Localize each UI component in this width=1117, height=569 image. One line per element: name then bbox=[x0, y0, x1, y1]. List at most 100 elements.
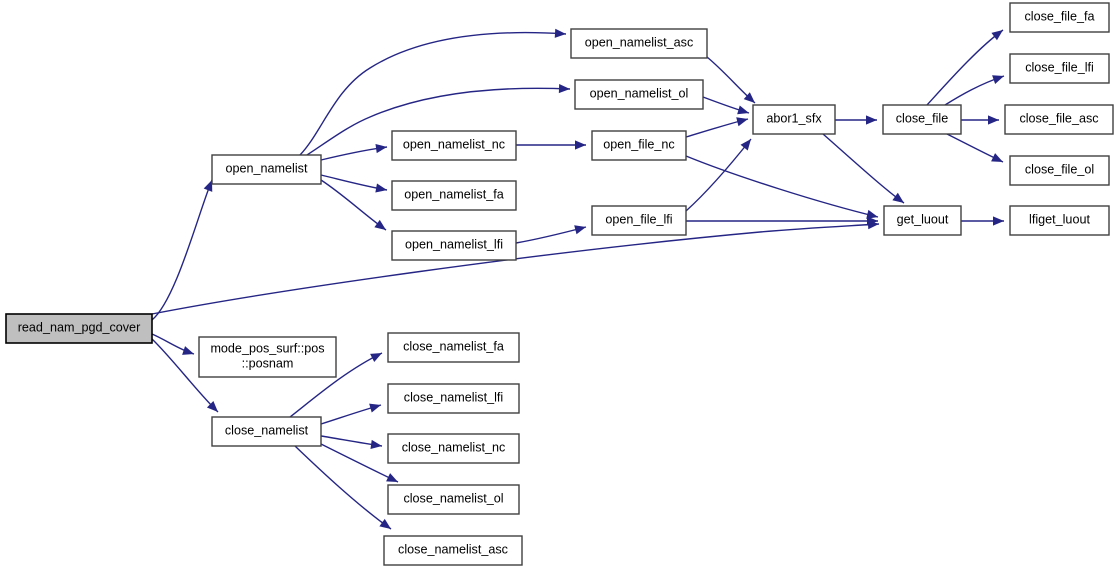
graph-node-close-file-ol[interactable]: close_file_ol bbox=[1009, 155, 1110, 186]
graph-node-open-namelist-nc[interactable]: open_namelist_nc bbox=[391, 130, 517, 161]
node-box[interactable] bbox=[387, 433, 520, 464]
call-edge bbox=[961, 216, 1004, 226]
node-box[interactable] bbox=[574, 79, 704, 110]
graph-node-close-namelist-asc[interactable]: close_namelist_asc bbox=[383, 535, 523, 566]
edge-arrowhead bbox=[743, 92, 755, 103]
edge-arrowhead bbox=[554, 28, 566, 38]
node-box[interactable] bbox=[1009, 2, 1110, 33]
graph-node-open-file-nc[interactable]: open_file_nc bbox=[591, 130, 687, 161]
node-label: open_namelist_asc bbox=[585, 36, 694, 50]
node-label: open_file_lfi bbox=[605, 213, 672, 227]
node-label: abor1_sfx bbox=[766, 112, 822, 126]
node-box[interactable] bbox=[391, 230, 517, 261]
node-box[interactable] bbox=[391, 130, 517, 161]
node-box[interactable] bbox=[1004, 104, 1114, 135]
graph-node-close-file-asc[interactable]: close_file_asc bbox=[1004, 104, 1114, 135]
node-label: lfiget_luout bbox=[1029, 213, 1090, 227]
call-edge bbox=[320, 143, 388, 161]
graph-node-open-namelist-ol[interactable]: open_namelist_ol bbox=[574, 79, 704, 110]
edge-line bbox=[306, 87, 571, 156]
graph-node-close-namelist-lfi[interactable]: close_namelist_lfi bbox=[387, 383, 520, 414]
edge-arrowhead bbox=[867, 216, 878, 226]
node-box[interactable] bbox=[383, 535, 523, 566]
graph-node-close-namelist-fa[interactable]: close_namelist_fa bbox=[387, 332, 520, 363]
edge-arrowhead bbox=[892, 192, 904, 203]
edge-arrowhead bbox=[375, 183, 387, 193]
graph-node-open-file-lfi[interactable]: open_file_lfi bbox=[591, 205, 687, 236]
node-box[interactable] bbox=[211, 154, 322, 185]
node-label: close_file_ol bbox=[1025, 163, 1094, 177]
node-box[interactable] bbox=[1009, 205, 1110, 236]
node-label: close_file_asc bbox=[1019, 112, 1098, 126]
edge-arrowhead bbox=[206, 401, 218, 412]
node-box[interactable] bbox=[387, 332, 520, 363]
graph-node-mode-pos-surf-posnam[interactable]: mode_pos_surf::pos::posnam bbox=[198, 336, 337, 378]
graph-node-close-namelist[interactable]: close_namelist bbox=[211, 416, 322, 447]
graph-node-close-namelist-ol[interactable]: close_namelist_ol bbox=[387, 484, 520, 515]
node-box[interactable] bbox=[391, 180, 517, 211]
edge-arrowhead bbox=[369, 403, 381, 413]
call-edge bbox=[516, 140, 586, 150]
node-box[interactable] bbox=[1009, 53, 1110, 84]
graph-node-get-luout[interactable]: get_luout bbox=[883, 205, 962, 236]
graph-node-close-file-lfi[interactable]: close_file_lfi bbox=[1009, 53, 1110, 84]
call-edge bbox=[961, 115, 999, 125]
graph-node-read-nam-pgd-cover[interactable]: read_nam_pgd_cover bbox=[5, 313, 153, 344]
node-label: open_namelist bbox=[226, 162, 308, 176]
graph-node-lfiget-luout[interactable]: lfiget_luout bbox=[1009, 205, 1110, 236]
node-box[interactable] bbox=[882, 104, 962, 135]
graph-node-open-namelist-lfi[interactable]: open_namelist_lfi bbox=[391, 230, 517, 261]
graph-node-open-namelist[interactable]: open_namelist bbox=[211, 154, 322, 185]
edge-arrowhead bbox=[991, 30, 1003, 41]
node-box[interactable] bbox=[1009, 155, 1110, 186]
call-edge bbox=[320, 403, 382, 425]
edge-arrowhead bbox=[203, 180, 213, 192]
edge-line bbox=[294, 445, 392, 530]
graph-node-open-namelist-asc[interactable]: open_namelist_asc bbox=[570, 28, 708, 59]
node-label: close_namelist bbox=[225, 424, 309, 438]
node-box[interactable] bbox=[387, 383, 520, 414]
node-label: close_namelist_lfi bbox=[404, 391, 503, 405]
node-box[interactable] bbox=[591, 130, 687, 161]
edge-line bbox=[822, 133, 905, 204]
node-box[interactable] bbox=[752, 104, 836, 135]
edge-arrowhead bbox=[988, 115, 999, 125]
node-label: open_file_nc bbox=[603, 138, 674, 152]
edge-arrowhead bbox=[866, 209, 878, 219]
call-edge bbox=[685, 138, 752, 212]
edge-arrowhead bbox=[558, 83, 570, 94]
node-label: close_file_fa bbox=[1024, 10, 1094, 24]
edge-arrowhead bbox=[736, 117, 748, 127]
node-box[interactable] bbox=[5, 313, 153, 344]
call-edge bbox=[515, 225, 587, 244]
node-label: read_nam_pgd_cover bbox=[18, 321, 141, 335]
node-box[interactable] bbox=[387, 484, 520, 515]
call-edge bbox=[151, 338, 219, 413]
node-label: close_file bbox=[896, 112, 949, 126]
call-edge bbox=[151, 333, 195, 355]
node-label: close_namelist_ol bbox=[403, 492, 503, 506]
edge-arrowhead bbox=[993, 216, 1004, 226]
graph-node-close-namelist-nc[interactable]: close_namelist_nc bbox=[387, 433, 520, 464]
graph-node-close-file[interactable]: close_file bbox=[882, 104, 962, 135]
node-box[interactable] bbox=[570, 28, 708, 59]
edge-line bbox=[151, 179, 213, 321]
call-edge bbox=[294, 445, 392, 530]
call-edge bbox=[685, 155, 879, 219]
edge-line bbox=[299, 31, 567, 156]
call-edge bbox=[306, 83, 571, 156]
node-box[interactable] bbox=[211, 416, 322, 447]
node-label: mode_pos_surf::pos::posnam bbox=[210, 342, 324, 371]
edge-arrowhead bbox=[374, 219, 386, 230]
graph-node-open-namelist-fa[interactable]: open_namelist_fa bbox=[391, 180, 517, 211]
node-box[interactable] bbox=[198, 336, 337, 378]
graph-node-close-file-fa[interactable]: close_file_fa bbox=[1009, 2, 1110, 33]
call-edge bbox=[926, 29, 1004, 106]
call-edge bbox=[151, 179, 213, 321]
graph-node-abor1-sfx[interactable]: abor1_sfx bbox=[752, 104, 836, 135]
node-box[interactable] bbox=[883, 205, 962, 236]
node-box[interactable] bbox=[591, 205, 687, 236]
node-label: open_namelist_nc bbox=[403, 138, 505, 152]
